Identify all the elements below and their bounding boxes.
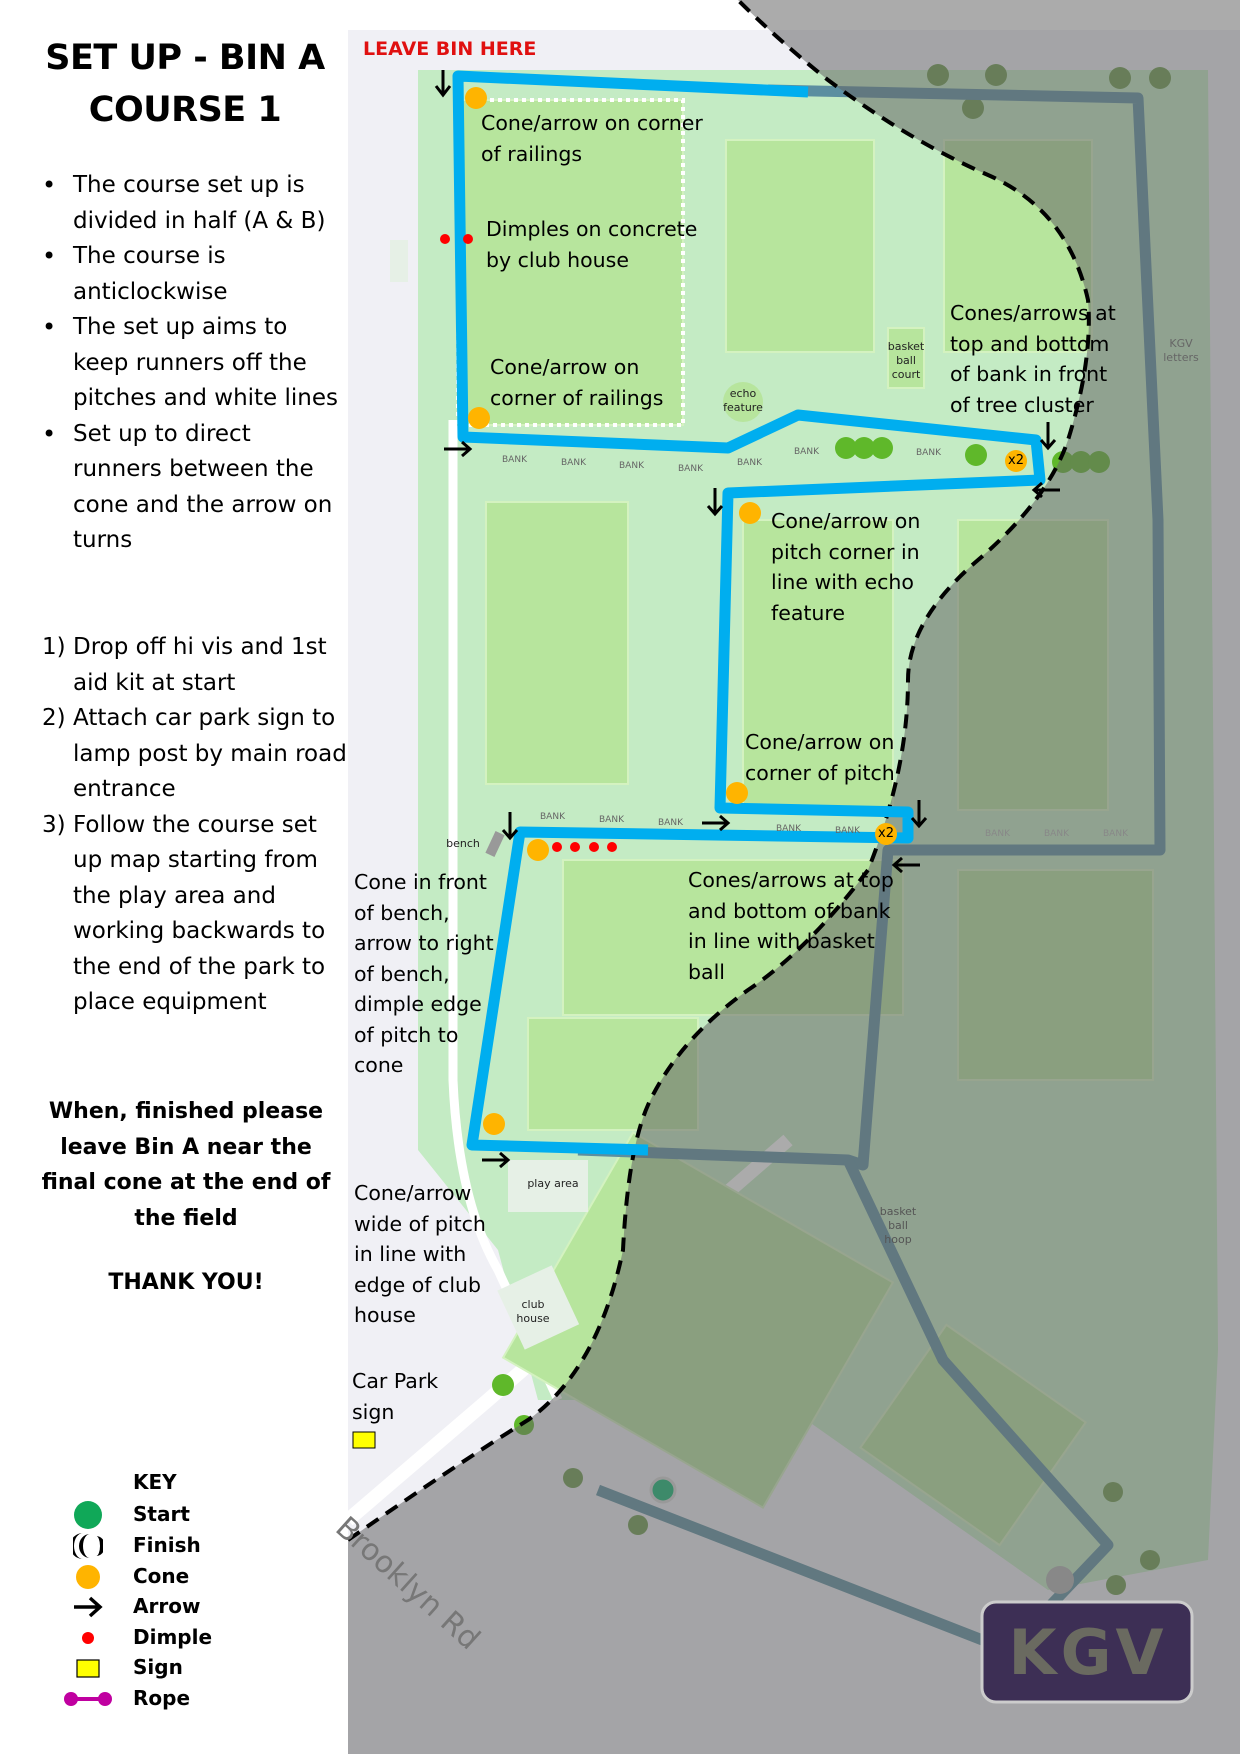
annotation-tree-cluster: Cones/arrows at top and bottom of bank i… — [950, 301, 1116, 417]
finish-note: When, finished please leave Bin A near t… — [41, 1099, 331, 1231]
cone-x2-badge: x2 — [875, 823, 897, 845]
step-item: 1)Drop off hi vis and 1st aid kit at sta… — [42, 634, 327, 696]
finish-icon — [60, 1531, 116, 1561]
key-sign: Sign — [60, 1653, 260, 1683]
start-circle-icon — [60, 1500, 116, 1530]
key-dimple: Dimple — [60, 1623, 260, 1653]
annotation-basketball-bank: Cones/arrows at top and bottom of bank i… — [688, 868, 894, 984]
key-cone: Cone — [60, 1562, 260, 1592]
course-map: LEAVE BIN HERE Cone/arrow on corner of r… — [329, 0, 1240, 1754]
annotation-bench: Cone in front of bench, arrow to right o… — [354, 870, 494, 1077]
step-item: 3)Follow the course set up map starting … — [42, 811, 326, 1016]
annotation-railings-top: Cone/arrow on corner of railings — [481, 111, 703, 166]
start-circle-icon — [649, 1476, 677, 1504]
arrow-icon — [60, 1592, 116, 1622]
annotation-dimples: Dimples on concrete by club house — [486, 217, 698, 272]
dimple-icon — [60, 1623, 116, 1653]
bullet-item: The course set up is divided in half (A … — [42, 168, 342, 239]
place-kgv-letters: KGV letters — [1163, 337, 1199, 364]
bullet-item: The course is anticlockwise — [42, 239, 342, 310]
sign-icon — [352, 1431, 376, 1449]
page-title: SET UP - BIN A COURSE 1 — [45, 38, 325, 130]
thank-you: THANK YOU! — [108, 1270, 264, 1295]
place-play-area: play area — [527, 1177, 579, 1190]
key-title: KEY — [133, 1470, 177, 1494]
bullet-item: Set up to direct runners between the con… — [42, 417, 342, 559]
place-basketball-hoop: basket ball hoop — [879, 1205, 917, 1246]
kgv-logo-text: KGV — [1008, 1616, 1168, 1689]
dimple-icon — [440, 234, 617, 852]
place-basketball-court: basket ball court — [887, 340, 925, 381]
bullet-item: The set up aims to keep runners off the … — [42, 310, 342, 417]
place-bench: bench — [446, 837, 480, 850]
key-finish: Finish — [60, 1531, 260, 1561]
info-bullets: The course set up is divided in half (A … — [42, 168, 342, 559]
place-echo: echo feature — [723, 387, 763, 414]
cone-x2-badge: x2 — [1005, 450, 1027, 472]
annotation-echo-corner: Cone/arrow on pitch corner in line with … — [771, 509, 921, 625]
cone-icon — [465, 87, 761, 1135]
leave-bin-label: LEAVE BIN HERE — [363, 38, 537, 60]
key-start: Start — [60, 1500, 260, 1530]
rope-icon — [60, 1684, 116, 1714]
cone-icon — [60, 1562, 116, 1592]
kgv-logo — [980, 1600, 1194, 1704]
annotation-car-park-sign: Car Park sign — [352, 1369, 439, 1424]
key-rope: Rope — [60, 1684, 260, 1714]
sign-icon — [60, 1653, 116, 1683]
finish-icon — [1046, 1566, 1074, 1594]
key-arrow: Arrow — [60, 1592, 260, 1622]
place-club-house: club house — [516, 1298, 550, 1325]
annotation-pitch-corner: Cone/arrow on corner of pitch — [745, 730, 895, 785]
instructions-panel: SET UP - BIN A COURSE 1 The course set u… — [0, 0, 348, 1754]
annotation-clubhouse-edge: Cone/arrow wide of pitch in line with ed… — [354, 1181, 486, 1327]
annotation-railings-bottom: Cone/arrow on corner of railings — [490, 355, 664, 410]
arrow-icon — [434, 70, 1060, 1169]
setup-steps: 1)Drop off hi vis and 1st aid kit at sta… — [42, 630, 347, 1021]
step-item: 2)Attach car park sign to lamp post by m… — [42, 705, 347, 802]
